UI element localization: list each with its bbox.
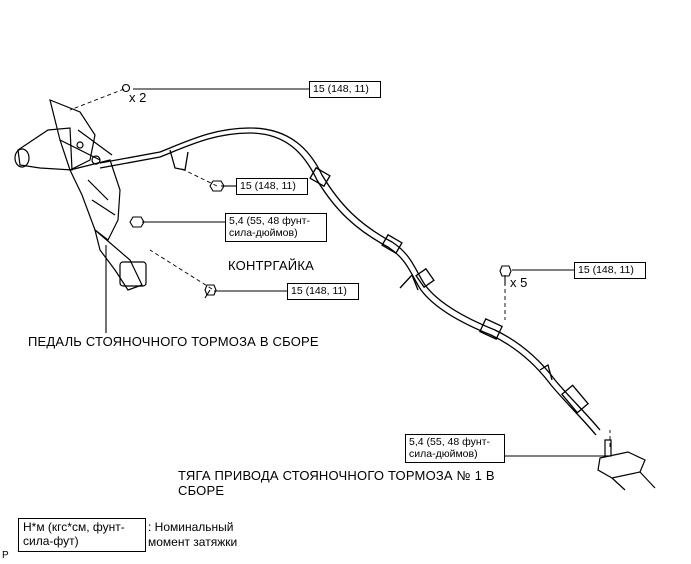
figure-code: P bbox=[2, 550, 9, 561]
legend-unit-box: Н*м (кгс*см, фунт- сила-фут) bbox=[18, 518, 146, 552]
bolt-icons bbox=[121, 83, 512, 299]
dashed-guides bbox=[69, 88, 611, 447]
torque-spec-box: 15 (148, 11) bbox=[309, 81, 381, 98]
parking-brake-cable bbox=[99, 127, 601, 436]
cable-assembly-label: ТЯГА ПРИВОДА СТОЯНОЧНОГО ТОРМОЗА № 1 В С… bbox=[178, 468, 495, 498]
cable-end-bracket bbox=[597, 439, 656, 491]
pedal-assembly-label: ПЕДАЛЬ СТОЯНОЧНОГО ТОРМОЗА В СБОРЕ bbox=[28, 334, 319, 349]
torque-spec-box: 5,4 (55, 48 фунт- сила-дюймов) bbox=[405, 434, 505, 463]
legend-description: : Номинальный момент затяжки bbox=[148, 520, 238, 549]
leader-lines bbox=[105, 88, 610, 457]
torque-spec-box: 5,4 (55, 48 фунт- сила-дюймов) bbox=[225, 213, 327, 242]
torque-spec-box: 15 (148, 11) bbox=[236, 178, 308, 195]
torque-spec-box: 15 (148, 11) bbox=[574, 262, 646, 279]
torque-spec-box: 15 (148, 11) bbox=[287, 283, 359, 300]
quantity-multiplier: x 5 bbox=[510, 275, 528, 290]
pedal-assembly bbox=[14, 99, 147, 291]
locknut-label: КОНТРГАЙКА bbox=[228, 258, 314, 273]
quantity-multiplier: x 2 bbox=[129, 90, 147, 105]
